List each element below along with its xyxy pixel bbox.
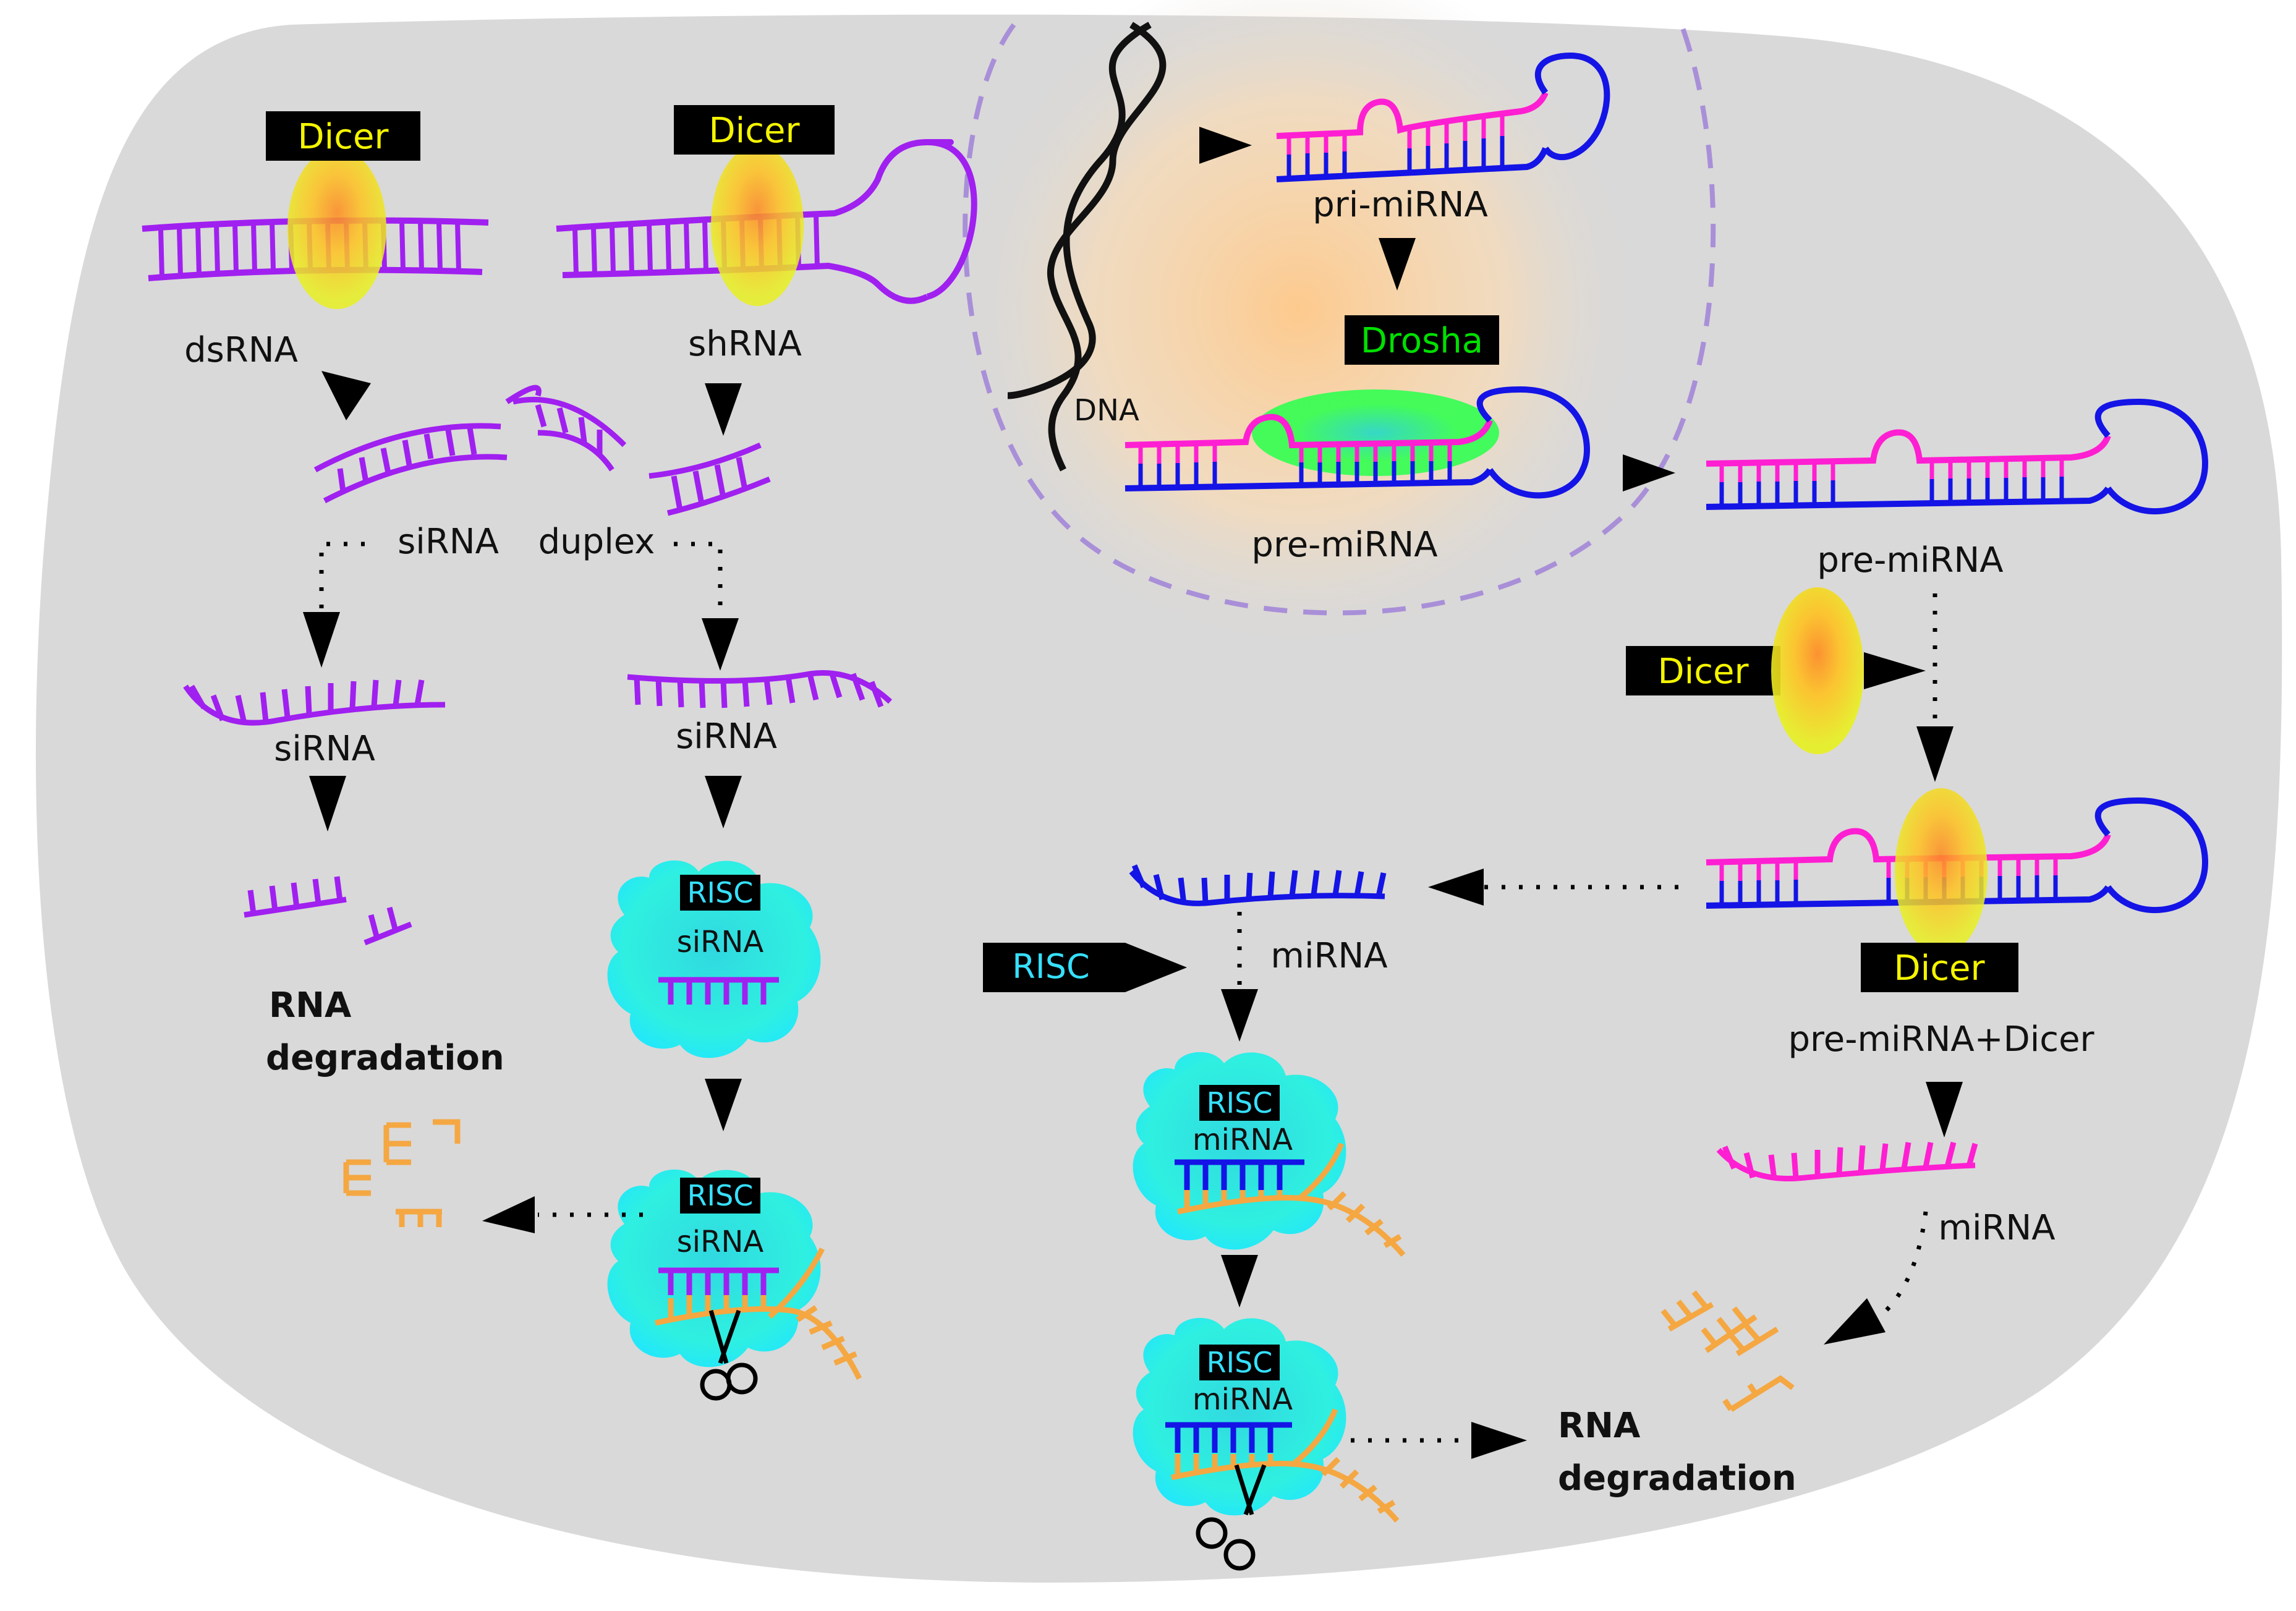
sirna-label: siRNA [274,729,375,769]
mirna-in-risc [1175,1159,1304,1190]
pri-mirna-label: pri-miRNA [1312,185,1488,225]
arrow-head [321,371,371,420]
target-mrna [1177,1142,1406,1257]
arrow-head [705,383,742,436]
arrow-head [1221,989,1258,1042]
dicer-enzyme [1895,788,1988,955]
arrow-head [309,776,346,831]
rna-degradation-label-line2: degradation [1558,1458,1796,1498]
sirna-duplex-fragment [648,442,771,516]
target-mrna [655,1247,862,1380]
arrow-head [1221,1255,1258,1307]
pre-mirna-molecule [1706,398,2208,515]
dotted-arrow [319,542,365,612]
risc-tag-label: RISC [687,876,754,909]
pre-mirna-dicer-label: pre-miRNA+Dicer [1788,1019,2094,1060]
dicer-enzyme [711,145,804,306]
dicer-tag [674,105,835,155]
dicer-tag [1861,943,2018,992]
sirna-in-risc [658,1267,779,1295]
arrow-head [1824,1298,1886,1345]
drosha-tag-label: Drosha [1361,321,1483,361]
arrow-head [482,1196,535,1233]
mirna-label: miRNA [1270,936,1387,976]
rna-degradation-label-line2: degradation [266,1038,504,1078]
arrow-head [1199,127,1252,164]
mature-mirna-strand [1716,1141,1978,1182]
dna-double-helix [1007,22,1167,472]
dotted-arrow [1877,1211,1928,1319]
risc-tag [1199,1345,1280,1380]
arrow-head [1428,869,1484,906]
arrow-head [1471,1422,1527,1459]
target-mrna [1171,1408,1400,1523]
mirna-label: miRNA [1193,1382,1293,1417]
risc-tag [1199,1085,1280,1121]
mirna-guide-strand [1129,864,1387,906]
risc-pointer-tag [983,943,1187,992]
nucleus-glow [952,0,1644,655]
dicer-tag [1626,646,1780,695]
dicer-tag-label: Dicer [298,117,389,157]
sirna-label: siRNA [676,716,777,757]
nucleus-border [963,23,1716,616]
rna-degradation-label-line1: RNA [1558,1406,1641,1446]
sirna-label: siRNA [677,925,764,959]
sirna-strand [183,679,446,726]
risc-tag-label: RISC [1207,1086,1273,1120]
arrow-head [705,776,742,828]
scissors-icon [700,1309,758,1401]
pri-mirna-molecule [1276,52,1610,182]
arrow-head [1379,238,1416,291]
sirna-duplex-fragment [505,385,627,472]
risc-tag [680,875,760,911]
degraded-sirna-fragments [244,876,412,946]
sirna-strand [627,669,893,708]
pre-mirna-label: pre-miRNA [1817,540,2003,580]
dna-label: DNA [1074,393,1139,428]
pre-mirna-molecule [1125,386,1590,499]
risc-tag-label: RISC [687,1179,754,1212]
risc-tag-label: RISC [1012,947,1089,986]
dsrna-label: dsRNA [184,330,298,370]
scissors-icon [1196,1464,1267,1571]
arrow-head [702,618,739,671]
arrow-head [1916,726,1954,782]
drosha-enzyme [1252,389,1499,476]
arrow-head [1926,1082,1963,1137]
sirna-duplex-fragment [313,423,508,503]
mirna-in-risc [1165,1422,1292,1453]
risc-tag [680,1178,760,1214]
duplex-label: duplex [538,522,655,562]
shrna-label: shRNA [688,324,802,364]
degraded-target-fragments [1660,1290,1795,1412]
cell-body [35,14,2282,1583]
dicer-tag-label: Dicer [709,111,801,151]
sirna-label: siRNA [677,1225,764,1259]
sirna-duplex-label: siRNA [398,522,499,562]
degraded-target-fragments [343,1119,461,1227]
dicer-enzyme [287,148,386,309]
rna-degradation-label-line1: RNA [269,985,352,1026]
dicer-tag-label: Dicer [1894,948,1986,988]
arrow-head [1623,454,1675,491]
arrow-head [1864,652,1926,689]
risc-complex [607,860,821,1058]
pre-mirna-label: pre-miRNA [1251,525,1437,565]
drosha-tag [1345,315,1499,365]
dicer-tag [266,111,420,161]
dicer-tag-label: Dicer [1658,652,1750,692]
arrow-head [705,1079,742,1131]
dicer-enzyme [1771,587,1864,754]
arrow-head [303,612,340,668]
risc-tag-label: RISC [1207,1346,1273,1379]
mirna-label: miRNA [1193,1123,1293,1157]
sirna-in-risc [658,977,779,1005]
mirna-label: miRNA [1938,1208,2055,1248]
